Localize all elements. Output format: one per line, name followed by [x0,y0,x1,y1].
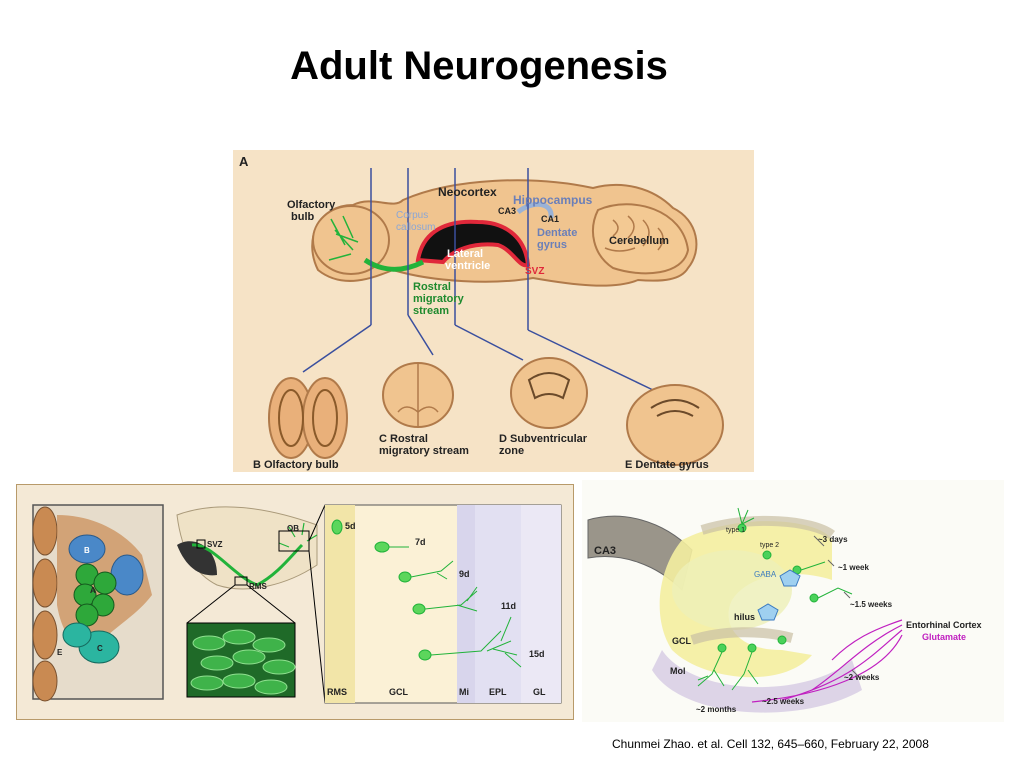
label-gcl-c: GCL [672,636,692,646]
layer-epl: EPL [489,687,507,697]
ependymal-cells [32,506,58,702]
section-e-dentate [626,384,724,466]
label-9d: 9d [459,569,470,579]
label-glutamate: Glutamate [922,632,966,642]
label-1-week: ~1 week [838,563,869,572]
label-dentate: Dentate [537,227,577,239]
label-bulb: bulb [291,211,314,223]
label-rms-b: RMS [249,582,267,591]
label-1-5-weeks: ~1.5 weeks [850,600,893,609]
section-d-svz [510,357,588,429]
label-svz-b: SVZ [207,540,223,549]
label-section-d-1: D Subventricular [499,433,588,445]
molecular-layer [652,650,862,713]
panel-b-svz-rms: B A C E SVZ OB RMS [16,484,574,720]
label-type1: type 1 [726,527,745,534]
label-rostral: Rostral [413,281,451,293]
label-cell-e: E [57,648,63,657]
label-corpus: Corpus [396,210,428,221]
label-hilus: hilus [734,612,755,622]
label-mol: Mol [670,666,686,676]
label-ob: OB [287,524,299,533]
label-section-c-1: C Rostral [379,433,428,445]
page-title: Adult Neurogenesis [290,44,668,88]
granule-neurons [697,507,853,691]
label-section-c-2: migratory stream [379,445,469,457]
label-2-5-weeks: ~2.5 weeks [762,697,805,706]
label-7d: 7d [415,537,426,547]
label-cell-a: A [90,586,96,595]
label-ventricle: ventricle [445,260,490,272]
glutamate-inputs [751,619,903,703]
layer-gl: GL [533,687,546,697]
label-entorhinal: Entorhinal Cortex [906,620,982,630]
label-migratory: migratory [413,293,465,305]
section-b-olfactory-bulb [268,377,348,459]
label-svz: SVZ [525,266,544,277]
label-section-e: E Dentate gyrus [625,459,709,471]
label-2-months: ~2 months [696,705,737,714]
migrating-neurons [331,519,522,668]
hippocampus-arc [516,201,554,219]
label-3-days: ~3 days [818,535,848,544]
label-olfactory: Olfactory [287,199,336,211]
section-c-rostral [382,362,454,428]
label-type2: type 2 [760,542,779,549]
label-hippocampus: Hippocampus [513,193,593,207]
rostral-migratory-stream [363,257,425,272]
label-ca3: CA3 [498,206,516,216]
label-11d: 11d [501,601,516,611]
label-ca3-c: CA3 [594,545,616,557]
citation: Chunmei Zhao. et al. Cell 132, 645–660, … [612,737,929,751]
label-cell-b: B [84,546,90,555]
label-2-weeks: ~2 weeks [844,673,880,682]
cell-a-cluster [73,563,117,627]
panel-a-letter: A [239,154,249,169]
label-section-d-2: zone [499,445,524,457]
cell-b [68,534,106,564]
label-section-b: B Olfactory bulb [253,459,339,471]
label-stream: stream [413,305,449,317]
layer-mi: Mi [459,687,469,697]
label-ca1: CA1 [541,214,559,224]
label-lateral: Lateral [447,248,483,260]
label-cell-c: C [97,644,103,653]
label-neocortex: Neocortex [438,185,497,199]
label-cerebellum: Cerebellum [609,235,669,247]
cerebellum-shape [592,203,690,275]
label-5d: 5d [345,521,356,531]
label-15d: 15d [529,649,545,659]
label-gaba: GABA [754,570,777,579]
label-callosum: callosum [396,222,435,233]
layer-rms: RMS [327,687,347,697]
label-gyrus: gyrus [537,239,567,251]
layer-gcl: GCL [389,687,409,697]
panel-c-dentate-gyrus: CA3 type 1 type 2 GABA hilus GCL Mol ~3 … [582,480,1004,722]
panel-a-sagittal-brain: A Olfactory bulb Neocortex Hippocampus C… [233,150,754,472]
